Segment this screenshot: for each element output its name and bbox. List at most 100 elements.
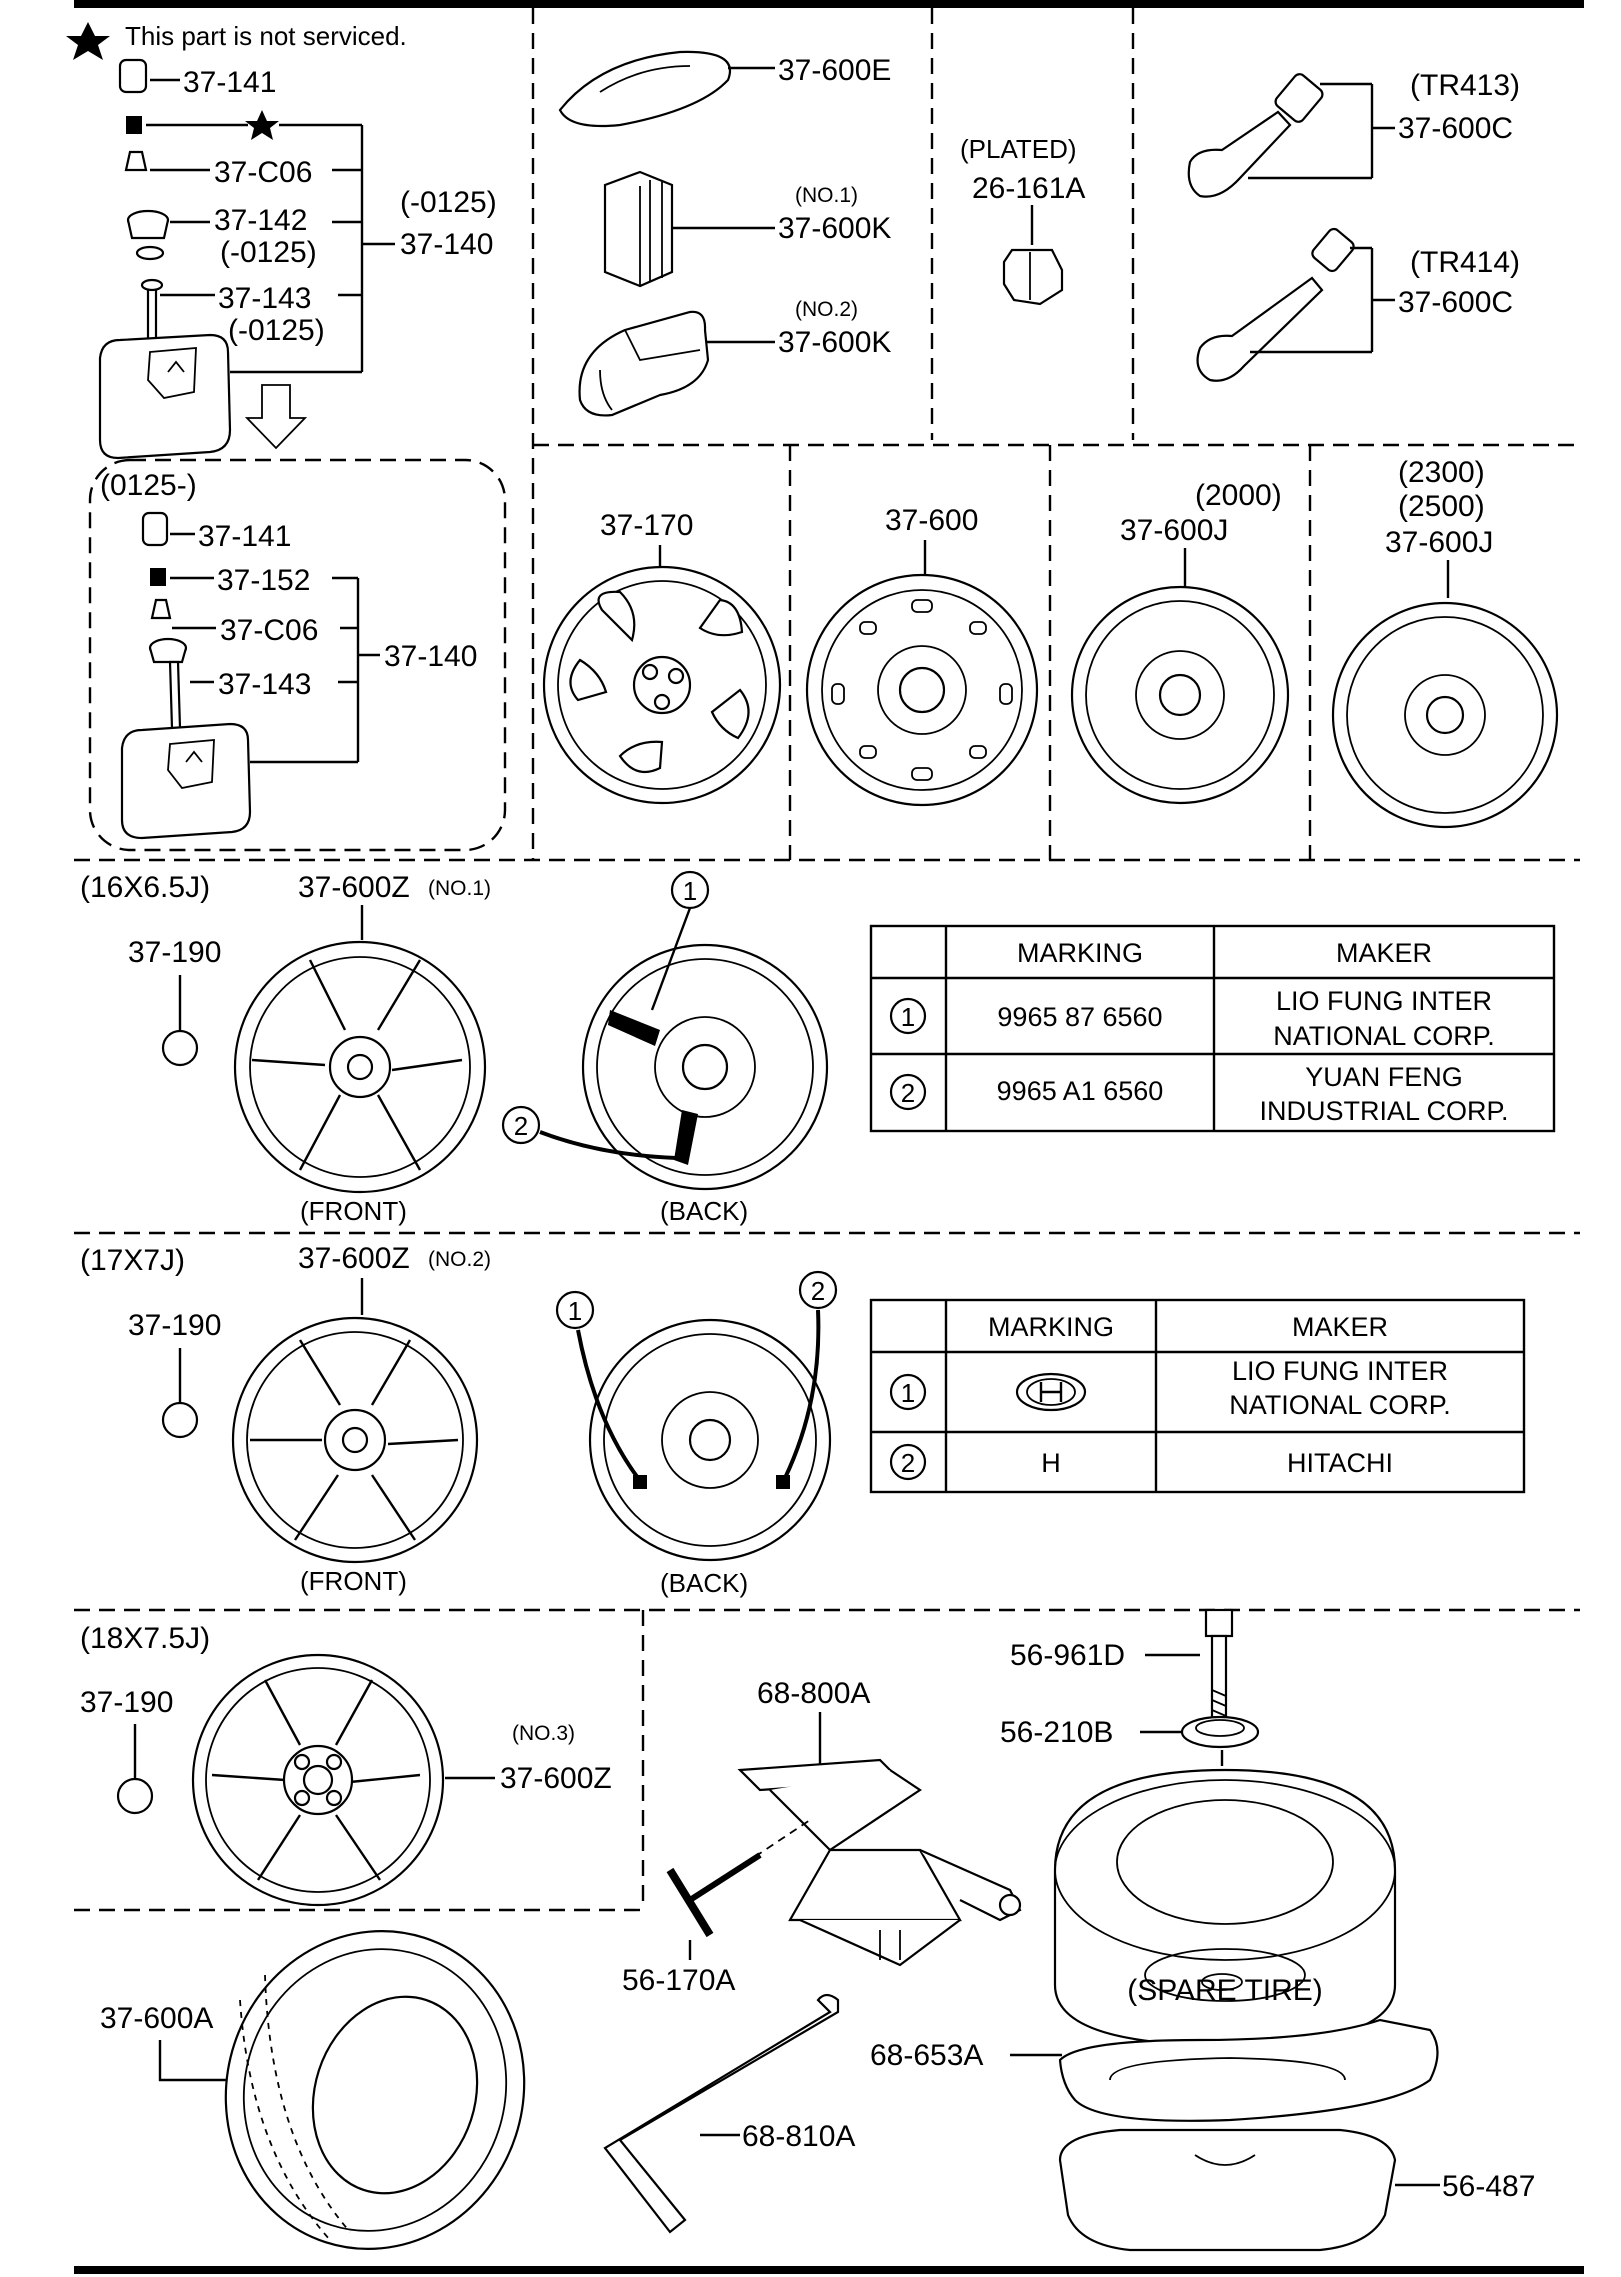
label-37-141: 37-141 — [183, 66, 276, 99]
label-2300-note: (2300) — [1398, 456, 1485, 489]
tpms-sensor-icon — [120, 722, 252, 840]
label-37-c06: 37-C06 — [214, 156, 312, 189]
tray-icon — [1058, 2018, 1439, 2122]
row-maker: INDUSTRIAL CORP. — [1259, 1096, 1508, 1126]
marking-table-16: MARKING MAKER 1 9965 87 6560 LIO FUNG IN… — [869, 924, 1556, 1133]
not-serviced-note: This part is not serviced. — [125, 21, 407, 51]
label-68-810a: 68-810A — [742, 2120, 855, 2153]
tpms-old-group: This part is not serviced. 37-141 37-C06… — [66, 21, 497, 460]
label-37-600k-1: 37-600K — [778, 212, 891, 245]
row-marking: H — [1041, 1448, 1061, 1478]
lug-nut-group: (PLATED) 26-161A — [960, 134, 1085, 306]
marking-table-17: MARKING MAKER 1 LIO FUNG INTER NATIONAL … — [869, 1298, 1526, 1494]
label-back-17: (BACK) — [660, 1568, 748, 1598]
label-56-487: 56-487 — [1442, 2170, 1535, 2203]
jack-icon — [737, 1758, 1022, 1967]
label-no1: (NO.1) — [428, 877, 491, 900]
label-37-190-17: 37-190 — [128, 1309, 221, 1342]
label-37-140: 37-140 — [400, 228, 493, 261]
lio-fung-logo-icon — [1015, 1372, 1087, 1412]
washer-icon — [135, 245, 165, 261]
section-lines — [74, 0, 1584, 2274]
label-37-600e: 37-600E — [778, 54, 891, 87]
valve-cap-icon — [118, 58, 148, 94]
wheels-row-group: 37-170 37-600 (2000) 37-600J — [542, 456, 1559, 829]
wrench-icon — [603, 1993, 840, 2234]
label-37-600c-2: 37-600C — [1398, 286, 1513, 319]
row-marking: 9965 87 6560 — [997, 1002, 1162, 1032]
valve-stems-group: (TR413) 37-600C (TR414) 37-600C — [1187, 69, 1520, 382]
size-18: (18X7.5J) — [80, 1622, 210, 1655]
valve-core-icon — [124, 150, 148, 172]
row-maker: NATIONAL CORP. — [1229, 1390, 1451, 1420]
label-37-142-date: (-0125) — [220, 236, 317, 269]
label-2500-note: (2500) — [1398, 490, 1485, 523]
row-maker: HITACHI — [1287, 1448, 1393, 1478]
label-37-600z-16: 37-600Z — [298, 871, 410, 904]
center-cap-icon — [116, 1777, 154, 1815]
label-37-170: 37-170 — [600, 509, 693, 542]
label-37-600c-1: 37-600C — [1398, 112, 1513, 145]
col-marking: MARKING — [988, 1312, 1114, 1342]
label-37-190-16: 37-190 — [128, 936, 221, 969]
tpms-new-date: (0125-) — [100, 469, 197, 502]
label-plated-note: (PLATED) — [960, 134, 1077, 164]
core-icon — [126, 116, 142, 134]
section-18-group: (18X7.5J) 37-190 (NO.3) 37-600Z — [80, 1622, 612, 1907]
row-maker: YUAN FENG — [1305, 1062, 1463, 1092]
section-16-group: (16X6.5J) 37-600Z (NO.1) 37-190 (FRONT) … — [80, 870, 1556, 1226]
label-68-800a: 68-800A — [757, 1677, 870, 1710]
lug-nut-icon — [1002, 248, 1064, 306]
svg-text:2: 2 — [811, 1276, 825, 1306]
col-maker: MAKER — [1292, 1312, 1388, 1342]
label-tr413: (TR413) — [1410, 69, 1520, 102]
center-cap-icon — [161, 1401, 199, 1439]
label-37-140-new: 37-140 — [384, 640, 477, 673]
base-icon — [1058, 2128, 1397, 2252]
section-17-group: (17X7J) 37-600Z (NO.2) 37-190 (FRONT) 1 … — [80, 1242, 1526, 1598]
row-marking: 9965 A1 6560 — [997, 1076, 1164, 1106]
svg-text:2: 2 — [514, 1111, 528, 1141]
bottom-group: 37-600A 68-800A 56-170A — [100, 1608, 1535, 2252]
valve-stem-tr413-icon — [1187, 110, 1292, 198]
valve-cap-icon — [141, 511, 169, 547]
label-no2: (NO.2) — [428, 1248, 491, 1271]
center-cap-icon — [161, 1029, 199, 1067]
row-num: 1 — [901, 1378, 915, 1408]
svg-text:1: 1 — [683, 876, 697, 906]
label-37-600z-18: 37-600Z — [500, 1762, 612, 1795]
label-37-600z-17: 37-600Z — [298, 1242, 410, 1275]
callout-2 — [501, 1105, 541, 1145]
label-26-161a: 26-161A — [972, 172, 1085, 205]
row-maker: LIO FUNG INTER — [1276, 986, 1492, 1016]
label-no3: (NO.3) — [512, 1722, 575, 1745]
size-17: (17X7J) — [80, 1244, 185, 1277]
label-37-143-new: 37-143 — [218, 668, 311, 701]
callout-1 — [555, 1290, 595, 1330]
tpms-new-group: (0125-) 37-141 37-152 37-C06 37-143 37-1… — [100, 469, 477, 840]
star-icon — [245, 110, 279, 140]
label-37-142: 37-142 — [214, 204, 307, 237]
wheel-weight-k2-icon — [578, 310, 710, 417]
label-k2-note: (NO.2) — [795, 298, 858, 321]
weights-group: 37-600E (NO.1) 37-600K (NO.2) 37-600K — [558, 50, 891, 417]
col-marking: MARKING — [1017, 938, 1143, 968]
label-56-961d: 56-961D — [1010, 1639, 1125, 1672]
label-k1-note: (NO.1) — [795, 184, 858, 207]
label-front-17: (FRONT) — [300, 1566, 407, 1596]
label-37-600: 37-600 — [885, 504, 978, 537]
label-37-c06-new: 37-C06 — [220, 614, 318, 647]
label-assembly-date: (-0125) — [400, 186, 497, 219]
label-37-600j-1: 37-600J — [1120, 514, 1228, 547]
svg-text:1: 1 — [568, 1296, 582, 1326]
star-icon — [66, 22, 110, 60]
row-num: 1 — [901, 1002, 915, 1032]
clamp-icon — [1180, 1715, 1260, 1749]
row-num: 2 — [901, 1448, 915, 1478]
label-back-16: (BACK) — [660, 1196, 748, 1226]
wheel-weight-e-icon — [558, 50, 731, 128]
label-68-653a: 68-653A — [870, 2039, 983, 2072]
label-spare-tire: (SPARE TIRE) — [1127, 1974, 1323, 2007]
core-icon — [150, 568, 166, 586]
